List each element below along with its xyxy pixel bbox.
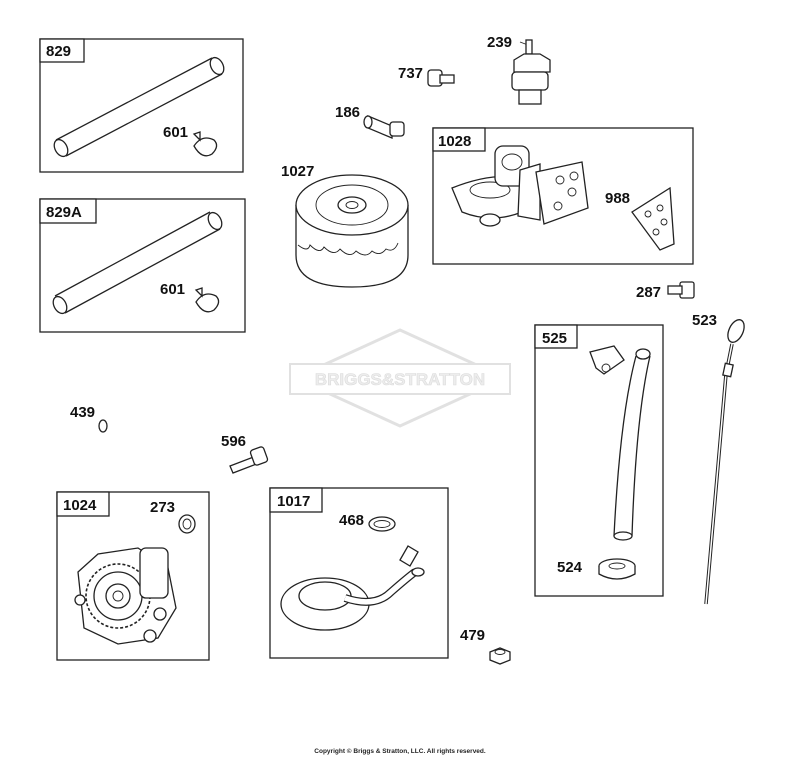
part-287-label: 287 xyxy=(636,284,661,301)
part-596-label: 596 xyxy=(221,433,246,450)
part-988-label: 988 xyxy=(605,190,630,207)
part-1027-label: 1027 xyxy=(281,163,314,180)
seal-524-part xyxy=(598,558,636,580)
group-829-label: 829 xyxy=(46,43,71,60)
pressure-switch-239[interactable]: 239 xyxy=(487,34,551,105)
gasket-988-part xyxy=(631,186,675,251)
part-239-label: 239 xyxy=(487,34,512,51)
group-1024-label: 1024 xyxy=(63,497,97,514)
bolt-287[interactable]: 287 xyxy=(636,281,695,301)
part-439-label: 439 xyxy=(70,404,95,421)
oring-439[interactable]: 439 xyxy=(70,404,108,433)
brand-watermark: BRIGGS&STRATTON xyxy=(289,328,511,428)
group-829a[interactable]: 829A 601 xyxy=(39,198,246,333)
dipstick-523[interactable]: 523 xyxy=(692,312,747,605)
copyright-notice: Copyright © Briggs & Stratton, LLC. All … xyxy=(314,748,486,755)
oil-pump-part xyxy=(74,547,177,645)
clamp-601-part xyxy=(192,131,218,157)
part-524-label: 524 xyxy=(557,559,583,576)
group-525[interactable]: 525 524 xyxy=(534,324,664,597)
part-273-label: 273 xyxy=(150,499,175,516)
hose-829-part xyxy=(53,56,225,158)
clamp-601-part-b xyxy=(194,287,220,313)
part-186-label: 186 xyxy=(335,104,360,121)
oil-filter-1027[interactable]: 1027 xyxy=(281,163,409,288)
group-525-label: 525 xyxy=(542,330,567,347)
bolt-596[interactable]: 596 xyxy=(221,433,269,474)
filter-adapter-part xyxy=(451,145,589,227)
part-737-label: 737 xyxy=(398,65,423,82)
group-1028-label: 1028 xyxy=(438,133,471,150)
part-601-label-b: 601 xyxy=(160,281,185,298)
part-468-label: 468 xyxy=(339,512,364,529)
watermark-text: BRIGGS&STRATTON xyxy=(315,370,485,389)
group-829a-label: 829A xyxy=(46,204,82,221)
oring-273-part xyxy=(178,514,196,534)
group-1028[interactable]: 1028 988 xyxy=(432,127,694,265)
oring-468-part xyxy=(368,516,396,532)
part-523-label: 523 xyxy=(692,312,717,329)
group-1017-label: 1017 xyxy=(277,493,310,510)
part-601-label-a: 601 xyxy=(163,124,188,141)
group-829[interactable]: 829 601 xyxy=(39,38,244,173)
hose-829a-part xyxy=(52,211,223,315)
group-1017[interactable]: 1017 468 xyxy=(269,487,449,659)
fitting-186[interactable]: 186 xyxy=(335,104,405,139)
bolt-479[interactable]: 479 xyxy=(460,627,511,665)
dipstick-tube-part xyxy=(589,345,651,541)
part-479-label: 479 xyxy=(460,627,485,644)
oil-pickup-part xyxy=(280,545,425,631)
group-1024[interactable]: 1024 273 xyxy=(56,491,210,661)
bolt-737[interactable]: 737 xyxy=(398,65,455,87)
